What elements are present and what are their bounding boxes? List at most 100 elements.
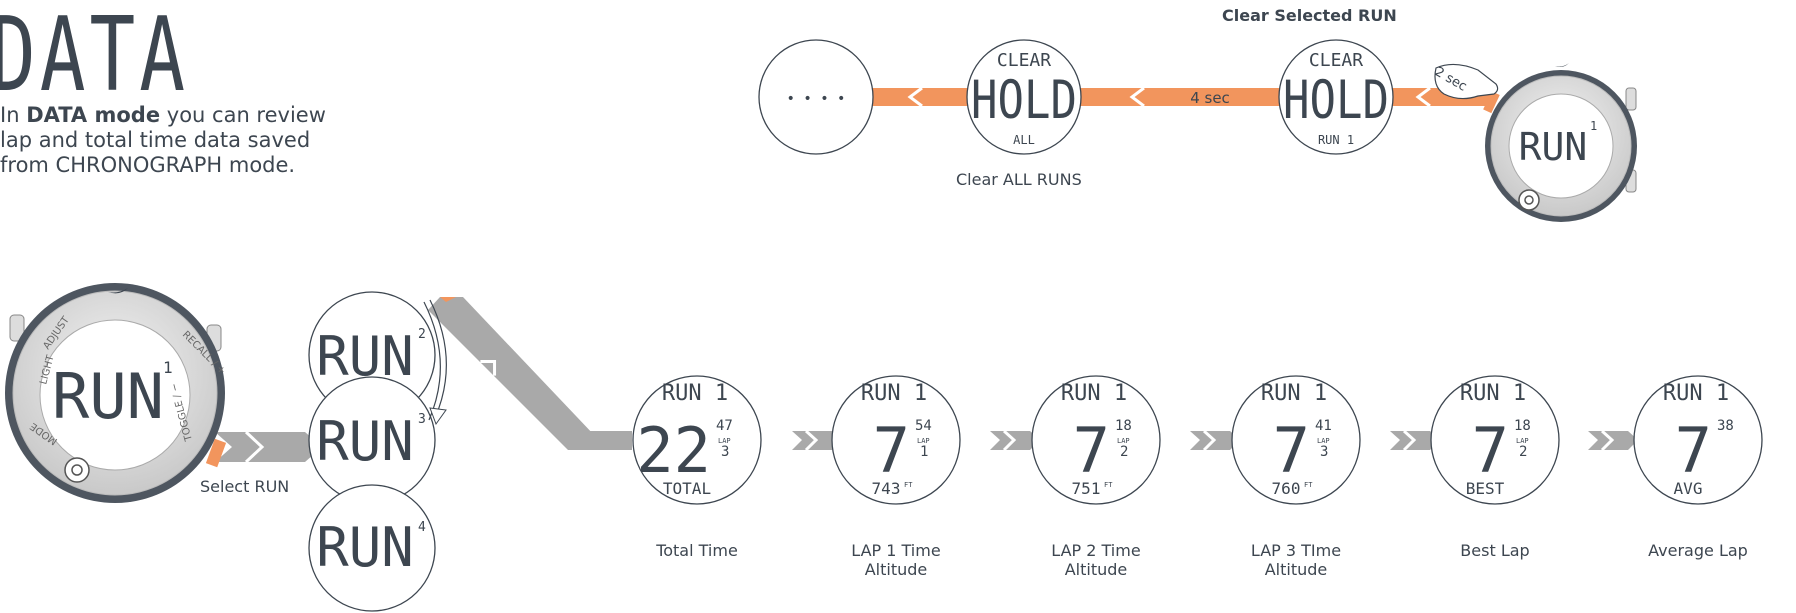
finger-icon	[1434, 63, 1499, 100]
clear-all-bottom: ALL	[1013, 133, 1035, 147]
step-bottom-text: 760	[1272, 479, 1301, 498]
select-run-band	[215, 432, 322, 462]
step-bottom-text: TOTAL	[663, 479, 711, 498]
run-list-num: 3	[418, 412, 426, 427]
step-seconds: 18	[1115, 418, 1132, 434]
step-seconds: 47	[716, 418, 733, 434]
clear-one-display	[1278, 39, 1394, 155]
select-run-label: Select RUN	[200, 477, 290, 496]
scroll-arc	[429, 299, 447, 419]
step-lap-number: 2	[1519, 444, 1527, 460]
step-bottom-text: AVG	[1674, 479, 1703, 498]
intro-line: lap and total time data saved	[0, 128, 311, 152]
step-header: RUN 1	[1061, 381, 1127, 406]
step-main-value: 7	[1472, 414, 1509, 487]
flow-start-marker	[440, 297, 456, 302]
step-caption-line: Altitude	[1264, 560, 1328, 579]
step-bottom-text: 743	[872, 479, 901, 498]
step-caption-line: Altitude	[1064, 560, 1128, 579]
step-bottom-text: BEST	[1466, 479, 1505, 498]
step-lap-label: LAP	[917, 437, 930, 445]
run-list-num: 4	[418, 520, 426, 535]
step-caption-line: LAP 2 Time	[1051, 541, 1141, 560]
intro-bold: DATA mode	[26, 103, 161, 127]
watch-main-orange-button	[205, 438, 227, 468]
step-bottom-text: 751	[1072, 479, 1101, 498]
step-lap-number: 2	[1120, 444, 1128, 460]
swoosh-logo	[108, 288, 128, 294]
clear-all-label: Clear ALL RUNS	[956, 170, 1082, 189]
run-list-item	[308, 484, 436, 612]
dots-display	[758, 39, 874, 155]
run-list-label: RUN	[316, 516, 414, 579]
step-unit-label: FT	[904, 481, 913, 489]
step-display-face	[1031, 375, 1161, 505]
clear-one-bottom: RUN 1	[1318, 133, 1354, 147]
step-caption-line: Average Lap	[1648, 541, 1748, 560]
arrow-down-icon	[429, 407, 447, 426]
watch-main-run-num: 1	[163, 358, 173, 377]
chevron-left-icon	[1415, 86, 1431, 108]
step-unit-label: FT	[1304, 481, 1313, 489]
step-caption-line: Total Time	[656, 541, 738, 560]
watch-small-orange-button	[1483, 91, 1500, 114]
step-main-value: 7	[1273, 414, 1310, 487]
step-seconds: 18	[1514, 418, 1531, 434]
chevron-right-icon	[244, 430, 265, 464]
clear-all-display	[966, 39, 1082, 155]
chevron-left-icon	[907, 86, 923, 108]
clear-one-hold: HOLD	[1283, 70, 1389, 131]
step-unit-label: FT	[1104, 481, 1113, 489]
step-display-face	[632, 375, 762, 505]
run-list-label: RUN	[316, 325, 414, 388]
step-header: RUN 1	[1460, 381, 1526, 406]
step-main-value: 7	[873, 414, 910, 487]
flow-band	[568, 431, 632, 450]
watch-small-run: RUN	[1519, 125, 1588, 169]
four-sec-label: 4 sec	[1190, 89, 1230, 107]
step-display-face	[1430, 375, 1560, 505]
step-header: RUN 1	[861, 381, 927, 406]
watch-main: LIGHT ADJUST RECALL / + TOGGLE / − MODE …	[5, 283, 227, 503]
step-main-value: 22	[636, 414, 711, 487]
step-lap-number: 3	[721, 444, 729, 460]
step-display-face	[831, 375, 961, 505]
step-display-face	[1231, 375, 1361, 505]
intro-text-part: you can review	[160, 103, 326, 127]
step-lap-number: 1	[920, 444, 928, 460]
step-caption: Average Lap	[1618, 541, 1778, 560]
clear-all-hold: HOLD	[971, 70, 1077, 131]
page-title-fragment: DATA	[0, 0, 190, 115]
run-list-num: 2	[418, 327, 426, 342]
step-lap-label: LAP	[718, 437, 731, 445]
flow-diagonal-band	[428, 297, 595, 450]
step-header: RUN 1	[662, 381, 728, 406]
step-lap-label: LAP	[1516, 437, 1529, 445]
step-lap-label: LAP	[1117, 437, 1130, 445]
intro-line: from CHRONOGRAPH mode.	[0, 153, 296, 177]
step-caption-line: LAP 3 TIme	[1250, 541, 1342, 560]
step-seconds: 38	[1717, 418, 1734, 434]
step-display-face	[1633, 375, 1763, 505]
step-seconds: 41	[1315, 418, 1332, 434]
step-caption-line: Altitude	[864, 560, 928, 579]
watch-small: RUN 1	[1483, 63, 1637, 222]
step-caption: Total Time	[617, 541, 777, 560]
clear-all-top: CLEAR	[997, 50, 1051, 71]
clear-one-top: CLEAR	[1309, 50, 1363, 71]
clear-selected-label: Clear Selected RUN	[1222, 6, 1397, 25]
step-main-value: 7	[1675, 414, 1712, 487]
watch-small-run-num: 1	[1590, 119, 1597, 133]
step-seconds: 54	[915, 418, 932, 434]
step-caption-line: LAP 1 Time	[851, 541, 941, 560]
